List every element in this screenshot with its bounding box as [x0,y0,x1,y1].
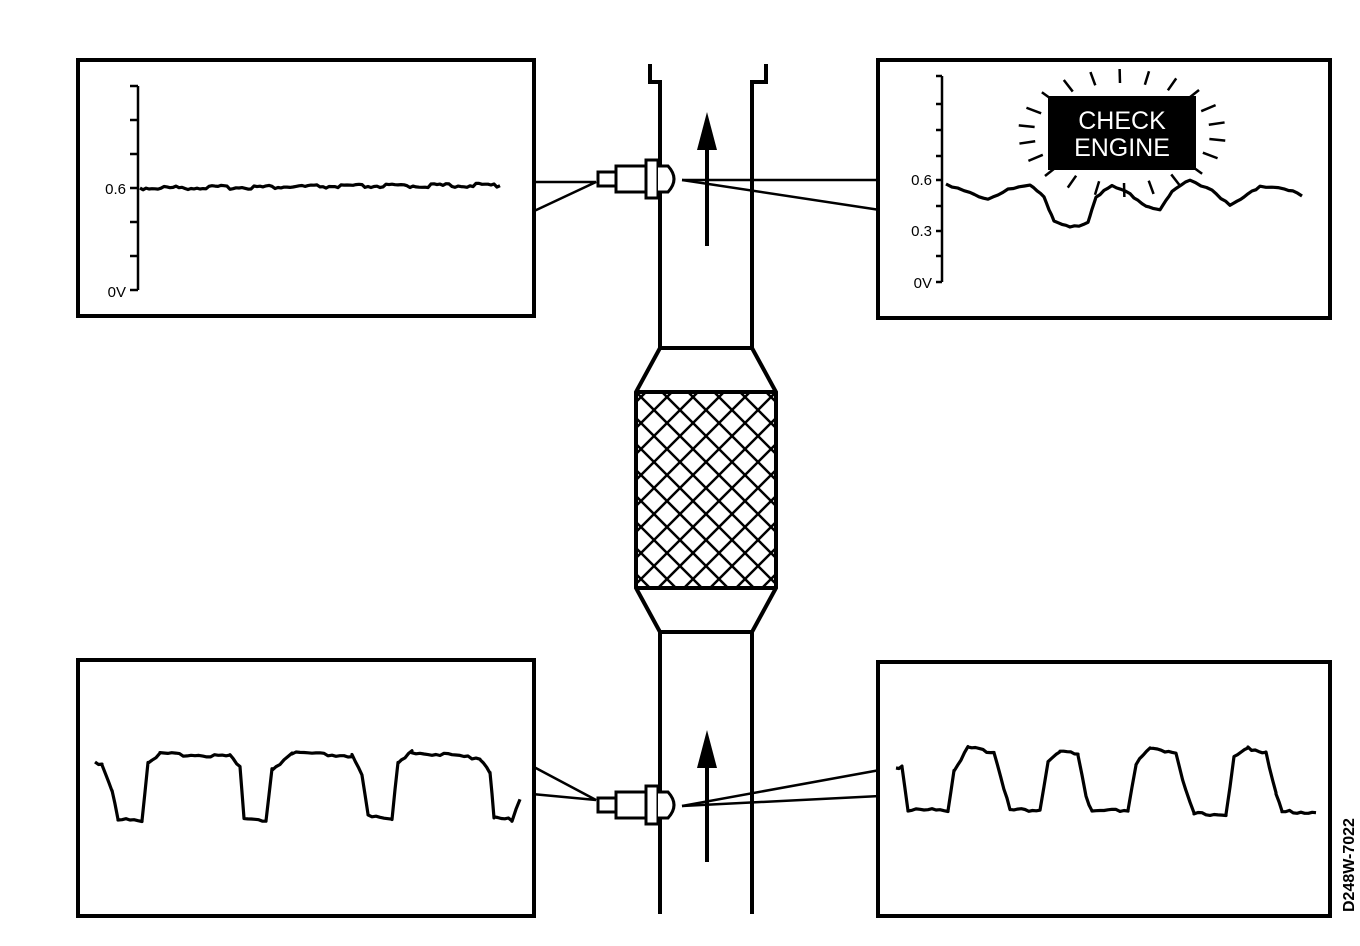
y-axis [936,74,944,284]
check-engine-lamp: CHECK ENGINE [1048,96,1196,170]
mesh-line [636,521,704,588]
drawing-code: D248W-7022 [1341,818,1358,912]
panel-downstream-failed: 0.6 0.3 0V CHECK ENGINE [876,58,1332,320]
mesh-line [636,392,726,481]
downstream-oxygen-sensor [596,784,676,826]
mesh-line [682,495,776,588]
mesh-line [764,392,776,403]
mesh-line [636,417,776,559]
mesh-line [712,392,776,455]
mesh-line [636,600,776,740]
lamp-ray [1166,77,1178,92]
lamp-text: CHECK [1078,107,1166,135]
panel-upstream-failed: 0.6 0V [76,58,536,318]
signal-trace [945,178,1303,229]
mesh-line [636,547,678,588]
lamp-ray [1027,153,1044,163]
lamp-ray [1062,79,1074,93]
mesh-line [656,469,776,588]
lamp-ray [1200,103,1217,113]
mesh-line [708,521,776,588]
mesh-line [636,392,648,403]
mesh-line [636,443,776,585]
y-tick-label: 0V [108,284,126,301]
lamp-ray [1147,180,1155,195]
lamp-text: ENGINE [1074,134,1170,162]
y-tick-label: 0.3 [911,223,932,240]
y-axis [130,84,140,292]
mesh-line [738,392,776,429]
lamp-ray [1143,70,1151,86]
mesh-line [734,547,776,588]
mesh-line [636,392,674,429]
mesh-line [636,392,700,455]
catalyst-substrate-mesh [636,392,776,740]
panel-downstream-ok [876,660,1332,918]
lamp-ray [1018,124,1035,129]
exhaust-pipe [648,64,768,914]
lamp-ray [1209,137,1226,142]
mesh-line [636,573,652,588]
y-tick-label: 0.6 [911,172,932,189]
signal-trace [895,745,1317,818]
flow-arrow-upper [697,112,717,246]
lamp-ray [1089,71,1097,86]
mesh-line [636,392,776,533]
lamp-ray [1019,140,1036,145]
callout-pointers [531,178,881,808]
flow-arrow-lower [697,730,717,862]
catalytic-converter [634,346,778,740]
lamp-ray [1208,121,1225,126]
mesh-line [636,392,752,507]
y-tick-label: 0.6 [105,181,126,198]
lamp-ray [1093,180,1101,196]
signal-trace [94,749,522,824]
mesh-line [636,600,776,740]
upstream-oxygen-sensor [596,158,676,200]
panel-upstream-ok [76,658,536,918]
lamp-ray [1202,151,1219,160]
mesh-line [760,573,776,588]
lamp-ray [1066,174,1078,189]
lamp-ray [1025,106,1042,115]
signal-trace [139,181,501,192]
lamp-ray [1170,173,1182,187]
y-tick-label: 0V [914,275,932,292]
